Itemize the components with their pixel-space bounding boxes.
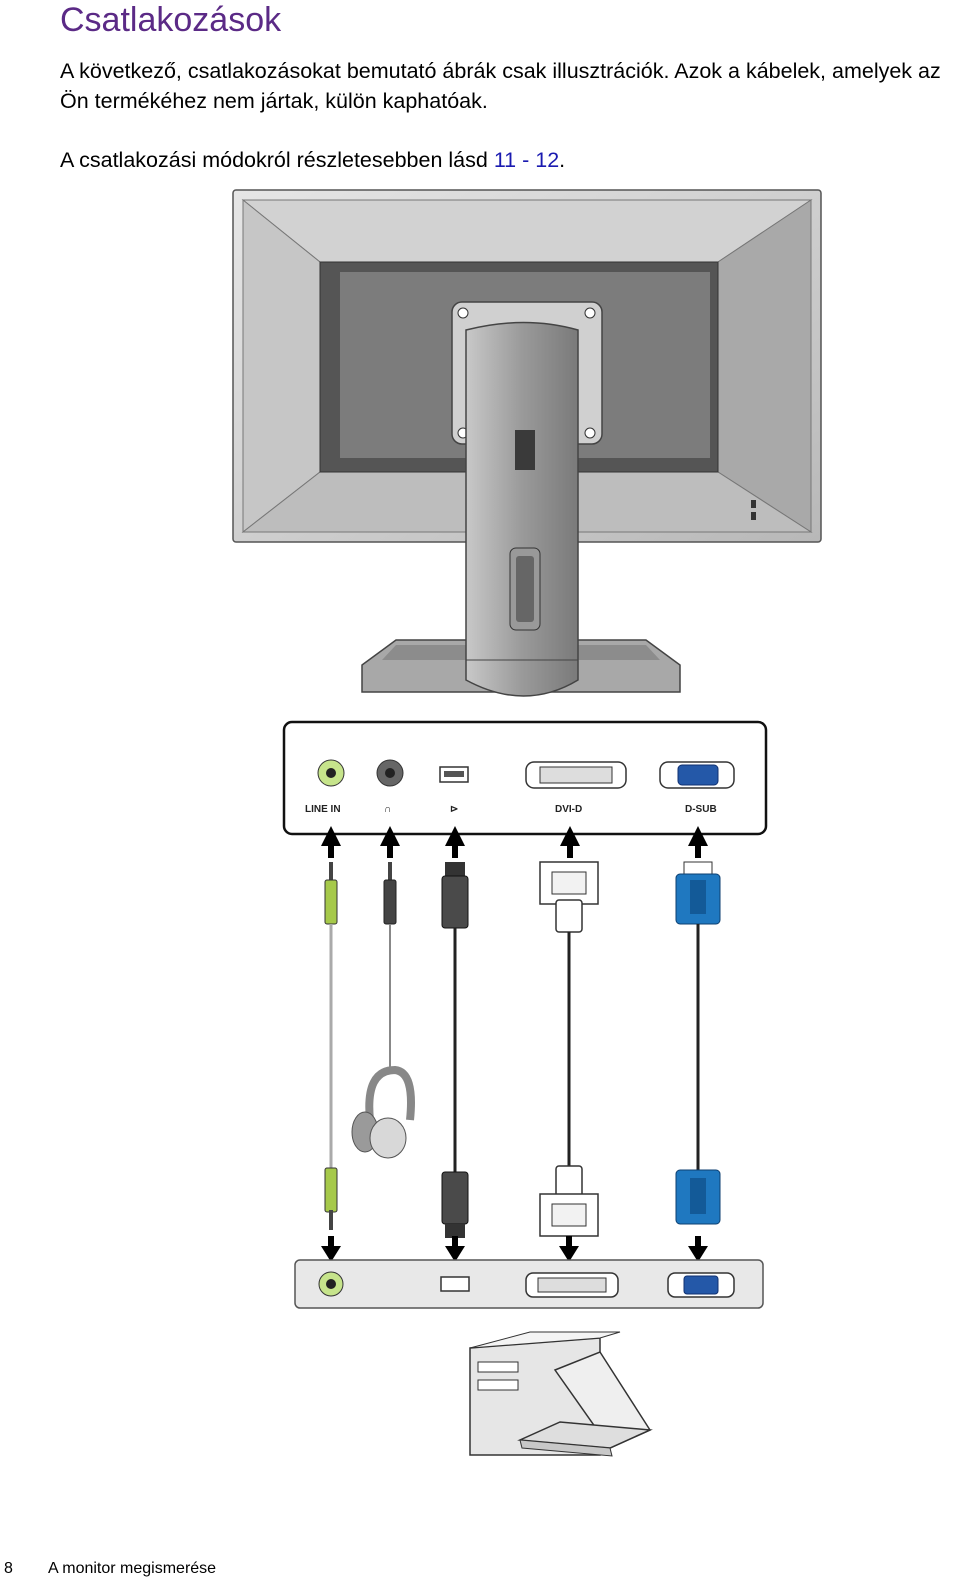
headphone-icon — [351, 1065, 415, 1159]
monitor-stand — [361, 321, 681, 697]
reference-suffix: . — [559, 148, 566, 172]
page-number: 8 — [4, 1560, 13, 1577]
reference-paragraph: A csatlakozási módokról részletesebben l… — [60, 145, 960, 175]
headphone-cable — [383, 862, 397, 1070]
monitor-port-panel: LINE IN ∩ ⊳ DVI-D D-SUB — [282, 720, 768, 836]
up-arrows — [321, 826, 708, 858]
displayport-cable — [441, 862, 469, 1238]
connection-illustration: LINE IN ∩ ⊳ DVI-D D-SUB — [232, 189, 822, 1457]
line-in-port-label: LINE IN — [305, 804, 341, 815]
down-arrows — [321, 1236, 708, 1262]
laptop-icon — [517, 1351, 653, 1457]
headphone-icon: ∩ — [384, 804, 391, 815]
vga-cable — [675, 861, 721, 1225]
computer-port-panel — [294, 1259, 764, 1309]
page-title: Csatlakozások — [60, 1, 282, 39]
page-reference-link[interactable]: 11 - 12 — [493, 148, 560, 172]
displayport-icon: ⊳ — [450, 804, 458, 815]
dsub-port-label: D-SUB — [685, 804, 717, 815]
reference-prefix: A csatlakozási módokról részletesebben l… — [60, 148, 494, 172]
dvi-port-label: DVI-D — [555, 804, 582, 815]
dvi-cable — [539, 861, 599, 1237]
footer-section-title: A monitor megismerése — [48, 1560, 217, 1577]
intro-paragraph: A következő, csatlakozásokat bemutató áb… — [60, 59, 941, 113]
page-footer: 8 A monitor megismerése — [0, 1552, 960, 1586]
audio-cable — [324, 862, 338, 1230]
